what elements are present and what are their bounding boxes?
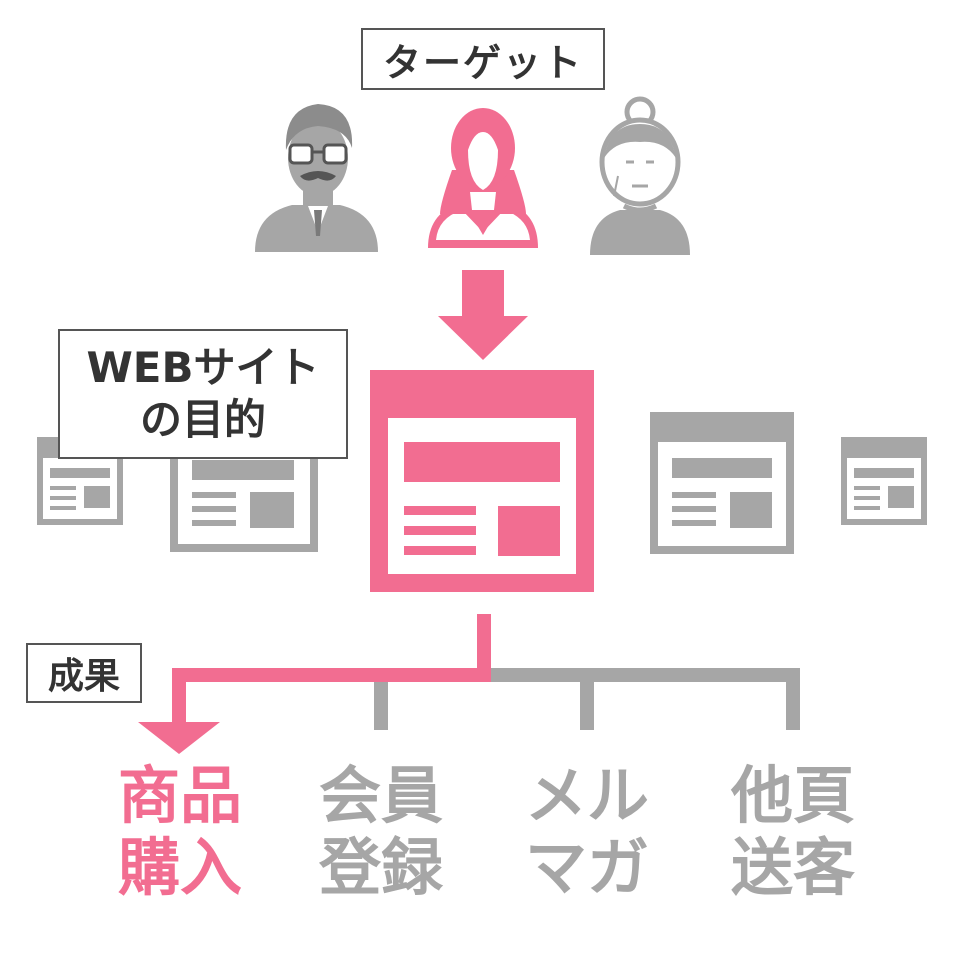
outcome-line-2: 送客 <box>730 831 855 904</box>
young-woman-icon <box>428 108 538 248</box>
down-arrow-icon <box>438 270 528 360</box>
purpose-line-1: WEBサイト <box>86 343 320 392</box>
webpage-medium-right-icon <box>650 412 794 554</box>
outcome-line-1: 商品 <box>117 759 242 832</box>
outcome-line-2: マガ <box>524 831 649 904</box>
man-with-glasses-mustache-icon <box>255 104 378 252</box>
elderly-woman-icon <box>590 96 690 255</box>
outcome-line-1: 会員 <box>318 759 443 832</box>
webpage-small-right-icon <box>841 437 927 525</box>
purpose-line-2: の目的 <box>139 395 266 444</box>
outcome-newsletter: メル マガ <box>487 760 687 904</box>
outcome-line-1: メル <box>524 759 649 832</box>
outcome-line-2: 登録 <box>318 831 443 904</box>
website-purpose-label: WEBサイト の目的 <box>58 329 348 459</box>
outcome-member-registration: 会員 登録 <box>281 760 481 904</box>
outcome-line-2: 購入 <box>117 831 242 904</box>
target-label: ターゲット <box>361 28 605 90</box>
outcome-referral: 他頁 送客 <box>693 760 893 904</box>
result-label: 成果 <box>26 643 142 703</box>
outcome-line-1: 他頁 <box>730 759 855 832</box>
outcome-purchase: 商品 購入 <box>80 760 280 904</box>
webpage-main-icon <box>370 370 594 592</box>
branch-connectors <box>138 614 800 754</box>
